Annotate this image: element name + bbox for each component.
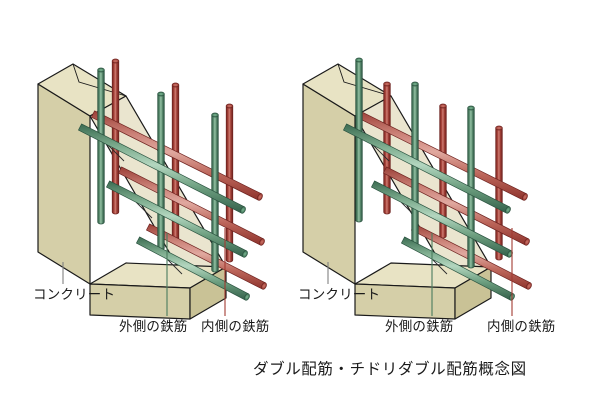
panel-1-outer-rebar-label: 外側の鉄筋 bbox=[119, 319, 188, 334]
panel-1-concrete-label: コンクリート bbox=[33, 287, 116, 302]
panel-2-inner-rebar-label: 内側の鉄筋 bbox=[487, 319, 556, 334]
panel-2-concrete-label: コンクリート bbox=[298, 287, 381, 302]
panel-1-inner-rebar-label: 内側の鉄筋 bbox=[201, 319, 270, 334]
figure-caption: ダブル配筋・チドリダブル配筋概念図 bbox=[253, 361, 527, 378]
panel-2-outer-rebar-label: 外側の鉄筋 bbox=[385, 319, 454, 334]
